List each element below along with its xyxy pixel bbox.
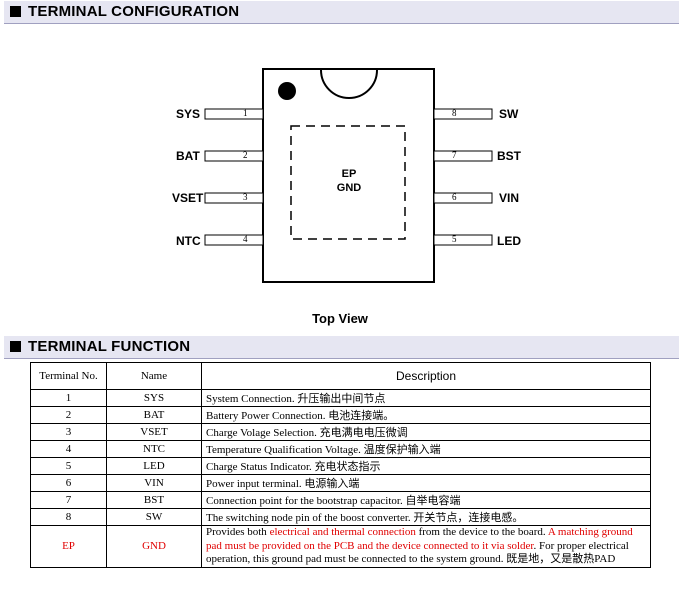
- cell-no: 5: [30, 457, 107, 475]
- pin-name-led: LED: [497, 234, 521, 248]
- table-row: 6 VIN Power input terminal. 电源输入端: [30, 474, 651, 492]
- cell-no: 6: [30, 474, 107, 492]
- cell-desc: Power input terminal. 电源输入端: [201, 474, 651, 492]
- desc-highlight: A matching ground pad must be provided o…: [206, 526, 633, 552]
- cell-name: VSET: [106, 423, 202, 441]
- terminal-function-table: Terminal No. Name Description 1 SYS Syst…: [30, 362, 651, 568]
- ic-notch: [320, 69, 378, 99]
- section-header-function: TERMINAL FUNCTION: [4, 336, 679, 359]
- cell-name: BST: [106, 491, 202, 509]
- desc-highlight: electrical and thermal connection: [269, 526, 416, 538]
- cell-name: GND: [106, 525, 202, 568]
- cell-desc: Charge Volage Selection. 充电满电电压微调: [201, 423, 651, 441]
- table-row: 5 LED Charge Status Indicator. 充电状态指示: [30, 457, 651, 475]
- pin-num-2: 2: [243, 150, 248, 160]
- cell-desc: Temperature Qualification Voltage. 温度保护输…: [201, 440, 651, 458]
- table-row: 4 NTC Temperature Qualification Voltage.…: [30, 440, 651, 458]
- pin-num-7: 7: [452, 150, 457, 160]
- pin-7: [433, 150, 493, 162]
- section-header-config: TERMINAL CONFIGURATION: [4, 1, 679, 24]
- table-header-row: Terminal No. Name Description: [30, 362, 651, 390]
- cell-name: LED: [106, 457, 202, 475]
- pin1-dot: [278, 82, 296, 100]
- cell-name: SYS: [106, 389, 202, 407]
- cell-desc: Charge Status Indicator. 充电状态指示: [201, 457, 651, 475]
- pin-num-6: 6: [452, 192, 457, 202]
- cell-no: EP: [30, 525, 107, 568]
- pin-6: [433, 192, 493, 204]
- pin-name-bst: BST: [497, 149, 521, 163]
- cell-no: 8: [30, 508, 107, 526]
- cell-desc: Connection point for the bootstrap capac…: [201, 491, 651, 509]
- cell-no: 1: [30, 389, 107, 407]
- pin-num-5: 5: [452, 234, 457, 244]
- pin-4: [204, 234, 264, 246]
- cell-name: NTC: [106, 440, 202, 458]
- pin-name-vset: VSET: [172, 191, 204, 205]
- header-name: Name: [106, 362, 202, 390]
- cell-desc: Battery Power Connection. 电池连接端。: [201, 406, 651, 424]
- cell-no: 2: [30, 406, 107, 424]
- cell-desc: System Connection. 升压输出中间节点: [201, 389, 651, 407]
- cell-name: VIN: [106, 474, 202, 492]
- header-description: Description: [201, 362, 651, 390]
- pin-num-3: 3: [243, 192, 248, 202]
- table-row: 8 SW The switching node pin of the boost…: [30, 508, 651, 526]
- desc-part: from the device to the board.: [415, 526, 548, 538]
- pin-2: [204, 150, 264, 162]
- ep-label: EP: [341, 168, 357, 180]
- cell-name: SW: [106, 508, 202, 526]
- section-title: TERMINAL CONFIGURATION: [28, 3, 240, 20]
- cell-no: 4: [30, 440, 107, 458]
- pin-num-1: 1: [243, 108, 248, 118]
- pin-3: [204, 192, 264, 204]
- cell-no: 7: [30, 491, 107, 509]
- section-bullet-icon: [10, 6, 21, 17]
- table-row: 2 BAT Battery Power Connection. 电池连接端。: [30, 406, 651, 424]
- table-row: 7 BST Connection point for the bootstrap…: [30, 491, 651, 509]
- section-title: TERMINAL FUNCTION: [28, 338, 191, 355]
- section-bullet-icon: [10, 341, 21, 352]
- pin-1: [204, 108, 264, 120]
- ic-body: [262, 68, 435, 283]
- table-row: 1 SYS System Connection. 升压输出中间节点: [30, 389, 651, 407]
- pin-num-4: 4: [243, 234, 248, 244]
- desc-part: . For proper electrical operation, this …: [206, 539, 629, 566]
- pin-num-8: 8: [452, 108, 457, 118]
- table-row: 3 VSET Charge Volage Selection. 充电满电电压微调: [30, 423, 651, 441]
- cell-no: 3: [30, 423, 107, 441]
- package-diagram: [204, 68, 493, 283]
- table-row-ep: EP GND Provides both electrical and ther…: [30, 525, 651, 568]
- pin-name-vin: VIN: [499, 191, 520, 205]
- pin-5: [433, 234, 493, 246]
- desc-part: Provides both: [206, 526, 270, 538]
- pin-name-sys: SYS: [176, 107, 201, 121]
- exposed-pad: [290, 125, 406, 240]
- pin-name-ntc: NTC: [176, 234, 201, 248]
- pin-8: [433, 108, 493, 120]
- diagram-caption: Top View: [312, 311, 368, 326]
- header-terminal-no: Terminal No.: [30, 362, 107, 390]
- cell-desc: Provides both electrical and thermal con…: [201, 525, 651, 568]
- ep-gnd-label: GND: [336, 182, 362, 194]
- cell-name: BAT: [106, 406, 202, 424]
- pin-name-bat: BAT: [176, 149, 200, 163]
- cell-desc: The switching node pin of the boost conv…: [201, 508, 651, 526]
- pin-name-sw: SW: [499, 107, 519, 121]
